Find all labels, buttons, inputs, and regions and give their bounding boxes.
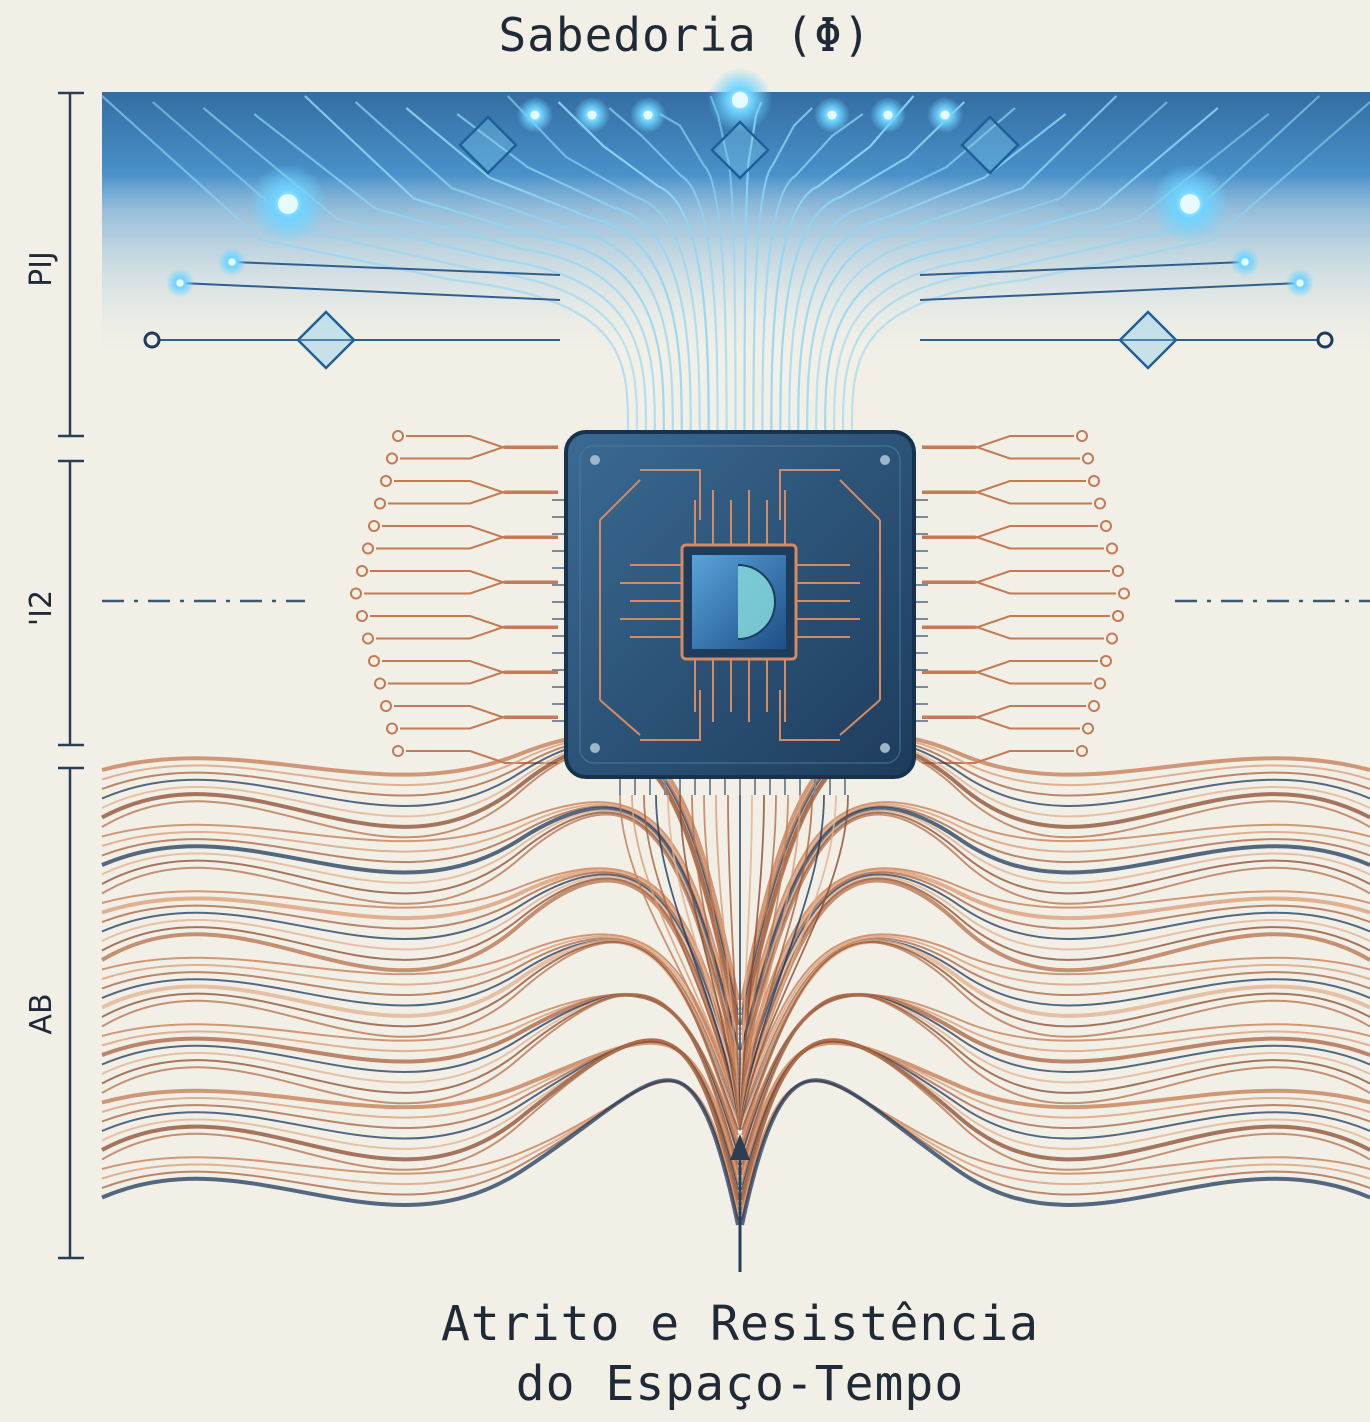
copper-pad bbox=[381, 701, 391, 711]
copper-pad bbox=[363, 634, 373, 644]
node-dot bbox=[884, 111, 893, 120]
node-dot bbox=[1180, 194, 1200, 214]
wave-line bbox=[742, 995, 1370, 1160]
wave-line bbox=[742, 876, 1370, 1090]
copper-pad bbox=[1083, 724, 1093, 734]
copper-pad bbox=[1083, 454, 1093, 464]
node-dot bbox=[1296, 279, 1303, 286]
node-dot bbox=[588, 111, 597, 120]
wave-line bbox=[742, 1081, 1370, 1220]
copper-pad bbox=[1077, 431, 1087, 441]
wave-line bbox=[742, 806, 1370, 1045]
node-dot bbox=[941, 111, 950, 120]
wave-line bbox=[102, 994, 738, 1165]
wave-line bbox=[742, 994, 1370, 1165]
copper-pad bbox=[1101, 521, 1111, 531]
side-label-top: PIJ bbox=[24, 224, 60, 314]
copper-pad bbox=[381, 476, 391, 486]
copper-pad bbox=[393, 431, 403, 441]
caption-line-1: Atrito e Resistência bbox=[0, 1296, 1370, 1352]
wave-line bbox=[102, 995, 738, 1160]
copper-pad bbox=[387, 724, 397, 734]
copper-pad bbox=[1107, 544, 1117, 554]
copper-pad bbox=[1089, 476, 1099, 486]
node-dot bbox=[278, 194, 298, 214]
copper-pad bbox=[1077, 746, 1087, 756]
side-label-middle: 'I2 bbox=[24, 563, 60, 653]
copper-pad bbox=[1119, 589, 1129, 599]
copper-traces-left bbox=[351, 431, 558, 763]
node-dot bbox=[828, 111, 837, 120]
copper-pad bbox=[1095, 679, 1105, 689]
copper-pad bbox=[1101, 656, 1111, 666]
node-dot bbox=[732, 92, 748, 108]
wave-line bbox=[102, 995, 738, 1155]
node-dot bbox=[644, 111, 653, 120]
terminal-node bbox=[1318, 333, 1332, 347]
copper-pad bbox=[1113, 566, 1123, 576]
wave-line bbox=[102, 1041, 738, 1190]
wave-line bbox=[102, 1081, 738, 1220]
copper-pad bbox=[357, 566, 367, 576]
copper-pad bbox=[1107, 634, 1117, 644]
wave-line bbox=[742, 1041, 1370, 1190]
copper-pad bbox=[357, 611, 367, 621]
wave-line bbox=[102, 1081, 738, 1210]
copper-pad bbox=[375, 679, 385, 689]
node-dot bbox=[1241, 258, 1248, 265]
copper-pad bbox=[1095, 499, 1105, 509]
terminal-node bbox=[145, 333, 159, 347]
copper-pad bbox=[375, 499, 385, 509]
processor-chip bbox=[552, 432, 928, 795]
node-dot bbox=[531, 111, 540, 120]
copper-pad bbox=[387, 454, 397, 464]
copper-pad bbox=[1113, 611, 1123, 621]
diagram-title: Sabedoria (Φ) bbox=[0, 8, 1370, 62]
copper-traces-right bbox=[922, 431, 1129, 763]
node-dot bbox=[176, 279, 183, 286]
copper-pad bbox=[369, 656, 379, 666]
caption-line-2: do Espaço-Tempo bbox=[0, 1356, 1370, 1412]
blue-circuit-band bbox=[102, 68, 1370, 432]
copper-pad bbox=[1089, 701, 1099, 711]
wave-line bbox=[102, 806, 738, 1045]
copper-pad bbox=[363, 544, 373, 554]
copper-pad bbox=[369, 521, 379, 531]
side-label-bottom: AB bbox=[24, 969, 60, 1059]
wave-line bbox=[742, 995, 1370, 1155]
wave-line bbox=[742, 1081, 1370, 1210]
wave-line bbox=[102, 936, 738, 1110]
copper-pad bbox=[351, 589, 361, 599]
copper-pad bbox=[393, 746, 403, 756]
dimension-brackets bbox=[58, 93, 84, 1258]
node-dot bbox=[228, 258, 235, 265]
